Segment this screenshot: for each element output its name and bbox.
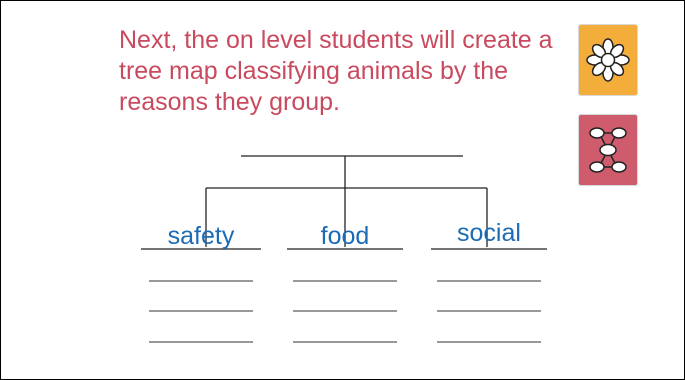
instruction-text: Next, the on level students will create … xyxy=(119,26,553,116)
category-social: social xyxy=(457,219,521,247)
category-safety: safety xyxy=(167,222,235,250)
category-food: food xyxy=(320,222,370,250)
multi-flow-map-icon xyxy=(579,115,637,185)
flower-map-icon xyxy=(579,25,637,95)
